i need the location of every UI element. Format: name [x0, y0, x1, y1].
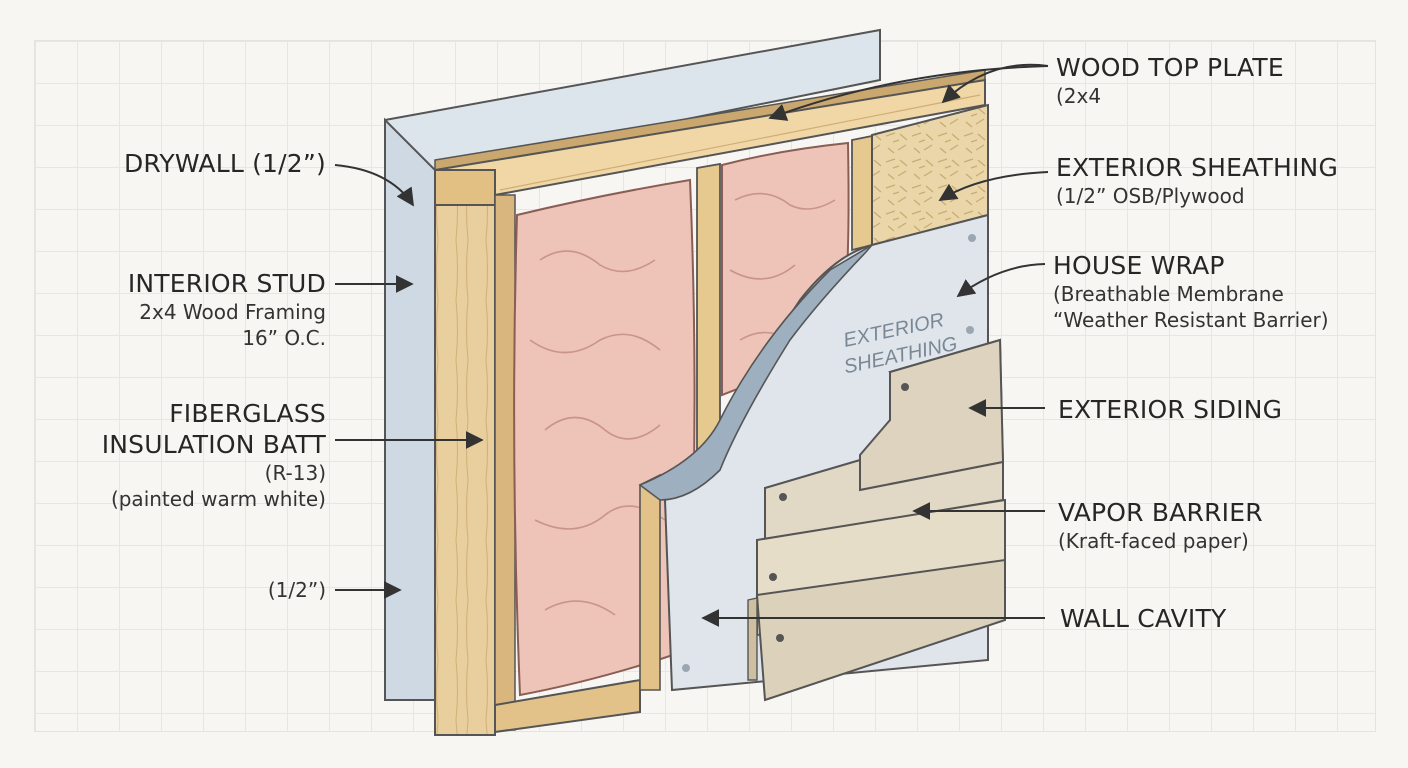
- osb-sheathing: [639, 103, 989, 691]
- label-vapor-barrier-title: VAPOR BARRIER: [1058, 498, 1263, 527]
- label-insulation-title2: INSULATION BATT: [101, 430, 326, 459]
- label-top-plate: WOOD TOP PLATE (2x4: [1056, 52, 1284, 109]
- end-stud: [434, 194, 516, 736]
- label-insulation-line2: (painted warm white): [110, 487, 326, 511]
- label-top-plate-title: WOOD TOP PLATE: [1056, 53, 1284, 82]
- leader-arrows: [334, 63, 1049, 627]
- label-interior-stud-line1: 2x4 Wood Framing: [139, 300, 326, 324]
- label-house-wrap-line1: (Breathable Membrane: [1053, 282, 1284, 306]
- label-interior-stud: INTERIOR STUD 2x4 Wood Framing 16” O.C.: [128, 268, 326, 351]
- label-interior-stud-line2: 16” O.C.: [242, 326, 326, 350]
- label-ext-sheathing-title: EXTERIOR SHEATHING: [1056, 153, 1339, 182]
- right-stud: [851, 134, 873, 252]
- insulation-batt-right: [721, 141, 850, 397]
- label-insulation-line1: (R-13): [264, 461, 326, 485]
- label-house-wrap-title: HOUSE WRAP: [1053, 251, 1225, 280]
- label-house-wrap-line2: “Weather Resistant Barrier): [1053, 308, 1329, 332]
- label-drywall: DRYWALL (1/2”): [123, 149, 326, 178]
- label-house-wrap: HOUSE WRAP (Breathable Membrane “Weather…: [1053, 250, 1329, 333]
- label-ext-sheathing-line1: (1/2” OSB/Plywood: [1056, 184, 1245, 208]
- label-ext-siding: EXTERIOR SIDING: [1058, 395, 1283, 424]
- top-plate: [434, 69, 986, 206]
- insulation-batt-left: [513, 178, 696, 697]
- label-vapor-barrier: VAPOR BARRIER (Kraft-faced paper): [1058, 497, 1263, 554]
- label-top-plate-line1: (2x4: [1056, 84, 1102, 108]
- label-vapor-barrier-line1: (Kraft-faced paper): [1058, 529, 1249, 553]
- label-insulation: FIBERGLASS INSULATION BATT (R-13) (paint…: [102, 398, 326, 512]
- label-half-inch: (1/2”): [267, 578, 326, 602]
- label-interior-stud-title: INTERIOR STUD: [127, 269, 326, 298]
- label-insulation-title1: FIBERGLASS: [169, 399, 326, 428]
- label-ext-sheathing: EXTERIOR SHEATHING (1/2” OSB/Plywood: [1056, 152, 1338, 209]
- bottom-plate: [494, 678, 641, 734]
- siding-boards: [747, 338, 1006, 702]
- label-wall-cavity: WALL CAVITY: [1060, 604, 1227, 633]
